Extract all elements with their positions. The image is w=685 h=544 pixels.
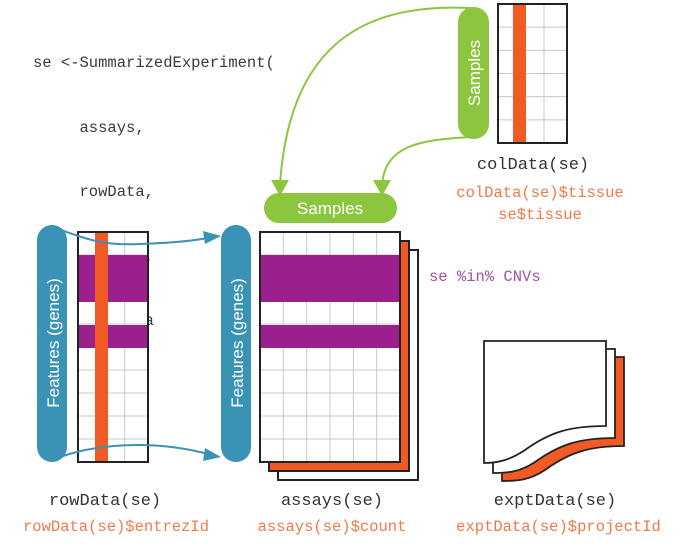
arrowhead-icon	[373, 180, 391, 196]
arrowhead-icon	[203, 448, 221, 461]
features-arrow-top	[54, 227, 213, 246]
features-left-pill: Features (genes)	[37, 225, 67, 462]
coldata-table	[497, 3, 568, 144]
assays-front-border	[259, 231, 401, 463]
features-right-pill: Features (genes)	[221, 225, 251, 462]
exptdata-label: exptData(se)	[493, 492, 617, 511]
assays-label: assays(se)	[280, 492, 384, 511]
samples-horizontal-pill-shape	[264, 193, 397, 223]
coldata-accessor-short: se$tissue	[498, 206, 582, 224]
assays-accessor: assays(se)$count	[257, 518, 407, 536]
coldata-highlight-column	[513, 4, 526, 143]
samples-arrows	[279, 6, 471, 186]
arrowhead-icon	[203, 231, 221, 244]
samples-horizontal-pill-label: Samples	[297, 199, 363, 218]
features-left-pill-label: Features (genes)	[44, 278, 63, 407]
features-arrow-bottom	[54, 444, 213, 460]
rowdata-label: rowData(se)	[48, 492, 162, 511]
rowdata-highlight-column	[95, 232, 108, 462]
assays-stack	[259, 231, 419, 481]
subset-expression: se %in% CNVs	[429, 268, 541, 286]
assays-highlight-row	[260, 255, 400, 302]
coldata-table-border	[497, 3, 568, 144]
assays-highlight-row	[260, 325, 400, 348]
code-line: assays,	[33, 118, 145, 137]
samples-arrow-inner	[381, 136, 471, 186]
rowdata-highlight-row	[78, 255, 148, 302]
code-line: se <-SummarizedExperiment(	[33, 54, 275, 72]
samples-arrow-outer	[279, 6, 471, 186]
arrowhead-icon	[271, 180, 289, 196]
exptdata-page-front	[483, 340, 607, 464]
features-right-pill-shape	[221, 225, 251, 462]
rowdata-accessor: rowData(se)$entrezId	[22, 518, 210, 536]
rowdata-table-border	[77, 231, 149, 463]
coldata-accessor: colData(se)$tissue	[456, 184, 624, 202]
exptdata-pages	[483, 340, 625, 482]
samples-vertical-pill: Samples	[458, 7, 489, 139]
features-arrows	[54, 227, 213, 460]
rowdata-highlight-row	[78, 325, 148, 348]
features-left-pill-shape	[37, 225, 67, 462]
features-right-pill-label: Features (genes)	[228, 278, 247, 407]
samples-vertical-pill-label: Samples	[465, 40, 484, 106]
samples-horizontal-pill: Samples	[264, 193, 397, 223]
samples-vertical-pill-shape	[458, 7, 489, 139]
exptdata-accessor: exptData(se)$projectId	[456, 518, 661, 536]
rowdata-table	[77, 231, 149, 463]
coldata-label: colData(se)	[476, 156, 590, 175]
code-line: rowData,	[33, 183, 154, 201]
